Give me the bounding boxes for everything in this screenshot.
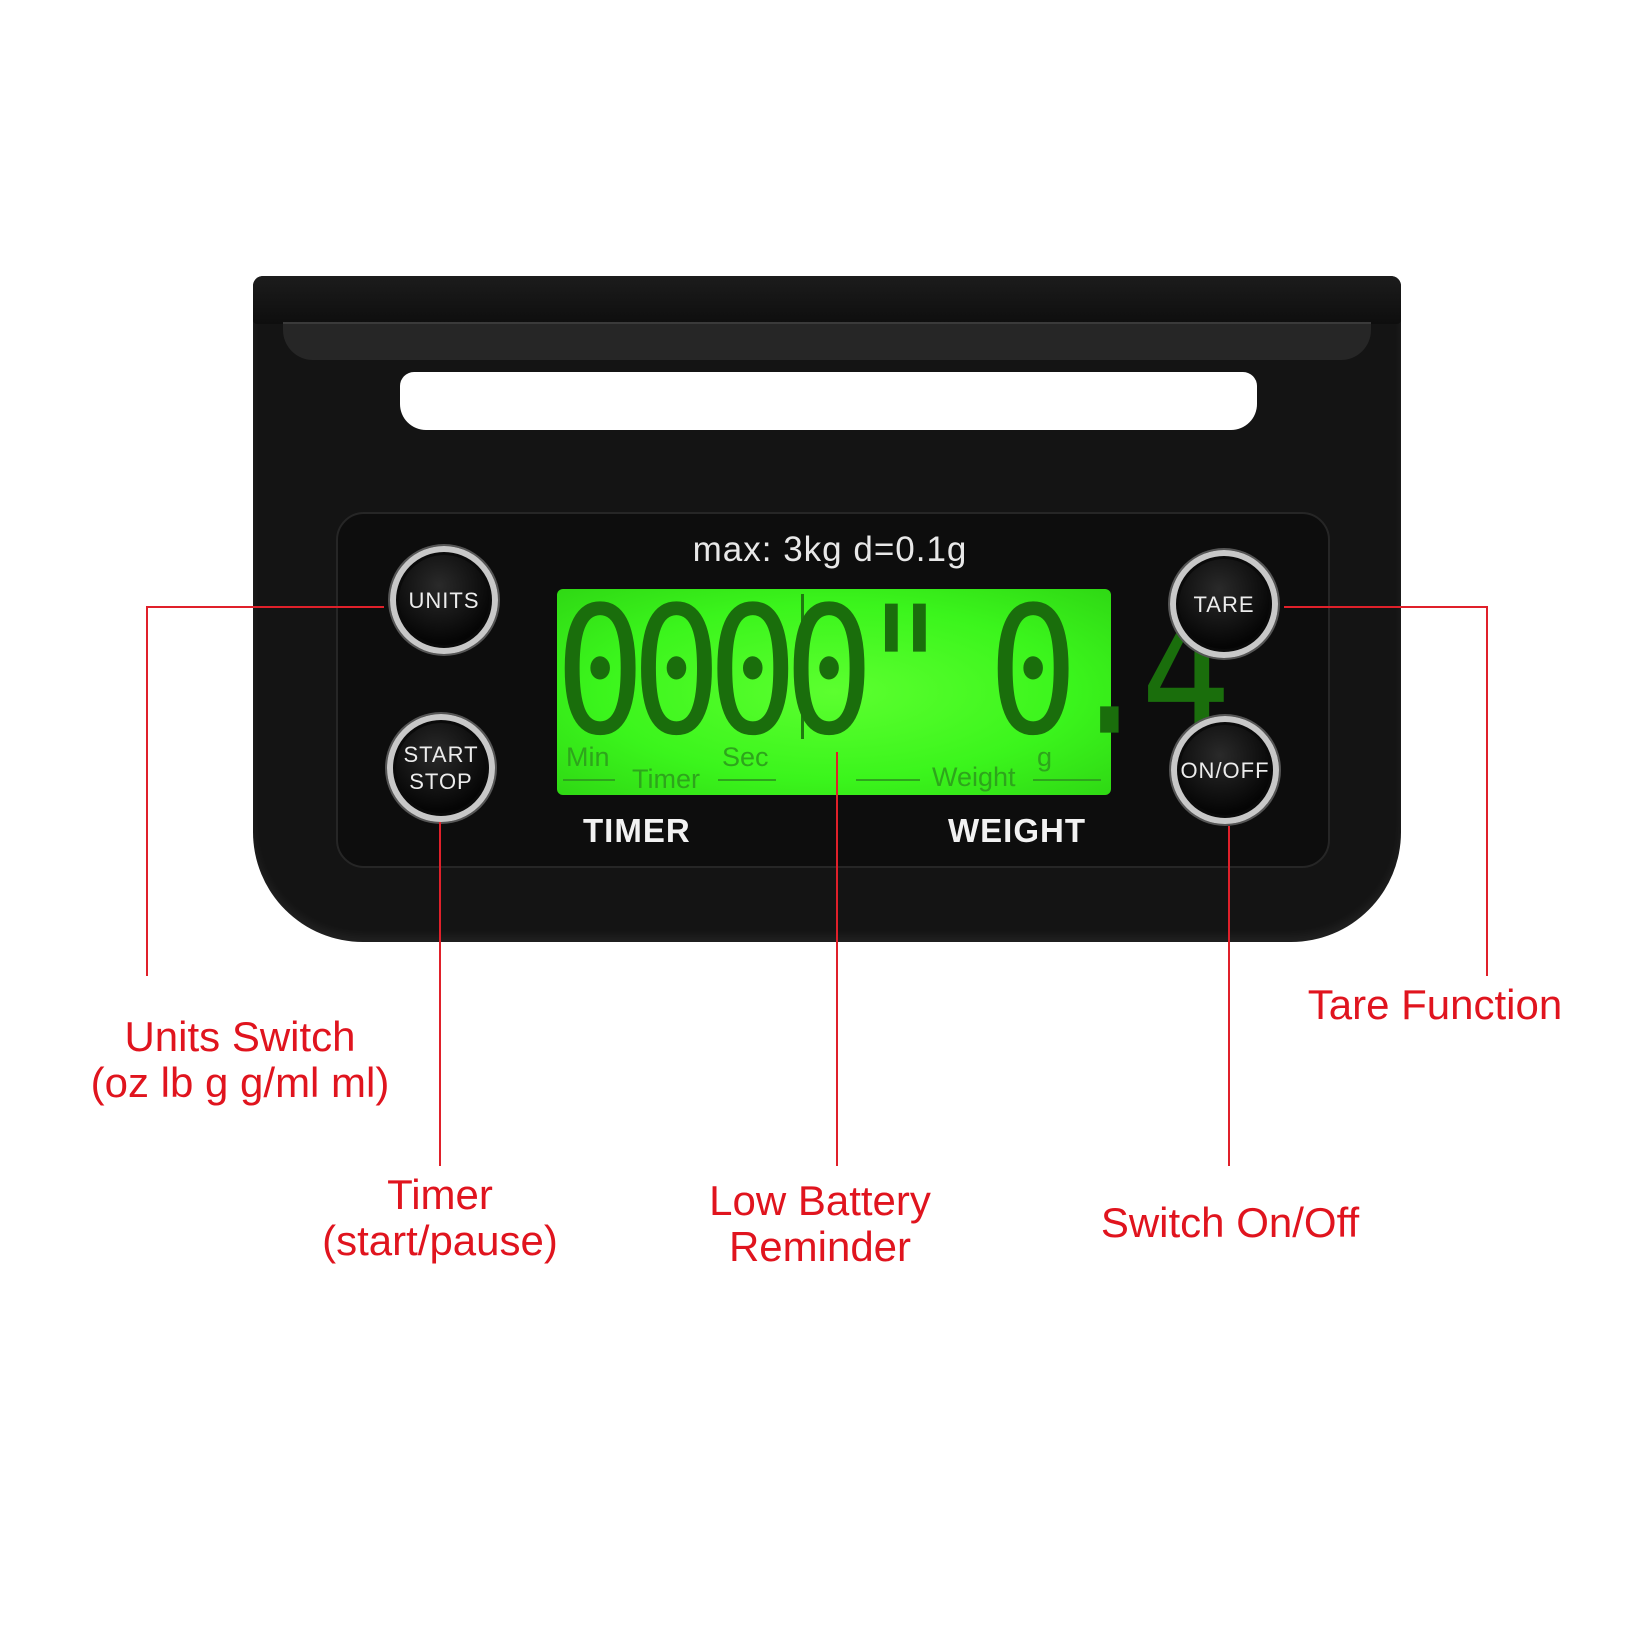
- timer-callout: Timer (start/pause): [322, 1171, 558, 1264]
- tare-leader-v: [1486, 606, 1488, 976]
- weight-panel-label: WEIGHT: [948, 812, 1086, 849]
- lcd-timer-rule-left: [563, 779, 615, 781]
- platform-edge: [283, 322, 1371, 360]
- onoff-callout: Switch On/Off: [1100, 1199, 1360, 1246]
- on-off-button-label: ON/OFF: [1180, 757, 1270, 783]
- on-off-button[interactable]: ON/OFF: [1171, 716, 1279, 824]
- lcd-divider: [801, 594, 804, 739]
- lcd-sec-label: Sec: [722, 742, 769, 772]
- battery-leader: [836, 752, 838, 1166]
- timer-panel-label: TIMER: [583, 812, 691, 849]
- onoff-leader: [1228, 826, 1230, 1166]
- units-button[interactable]: UNITS: [390, 546, 498, 654]
- start-stop-button-label: START STOP: [403, 742, 479, 794]
- lcd-weight-rule-right: [1033, 779, 1101, 781]
- lcd-timer-label: Timer: [632, 764, 700, 794]
- lcd-weight-rule-left: [856, 779, 920, 781]
- timer-leader: [439, 822, 441, 1166]
- tare-callout: Tare Function: [1307, 981, 1563, 1028]
- tare-button-label: TARE: [1193, 591, 1255, 617]
- capacity-spec: max: 3kg d=0.1g: [692, 530, 968, 569]
- tare-button[interactable]: TARE: [1170, 550, 1278, 658]
- units-button-label: UNITS: [408, 587, 480, 613]
- lcd-min-label: Min: [566, 742, 610, 772]
- units-leader-v: [146, 606, 148, 976]
- timer-readout: 0000": [555, 569, 951, 776]
- units-callout: Units Switch (oz lb g g/ml ml): [90, 1013, 390, 1106]
- battery-callout: Low Battery Reminder: [709, 1177, 931, 1270]
- units-leader-h: [146, 606, 384, 608]
- handle-slot: [400, 372, 1257, 430]
- start-stop-button[interactable]: START STOP: [387, 714, 495, 822]
- lcd-unit-label: g: [1037, 742, 1053, 772]
- lcd-weight-label: Weight: [932, 762, 1016, 792]
- tare-leader-h: [1284, 606, 1488, 608]
- weighing-platform: [253, 276, 1401, 324]
- lcd-display: [557, 589, 1111, 795]
- lcd-timer-rule-right: [718, 779, 776, 781]
